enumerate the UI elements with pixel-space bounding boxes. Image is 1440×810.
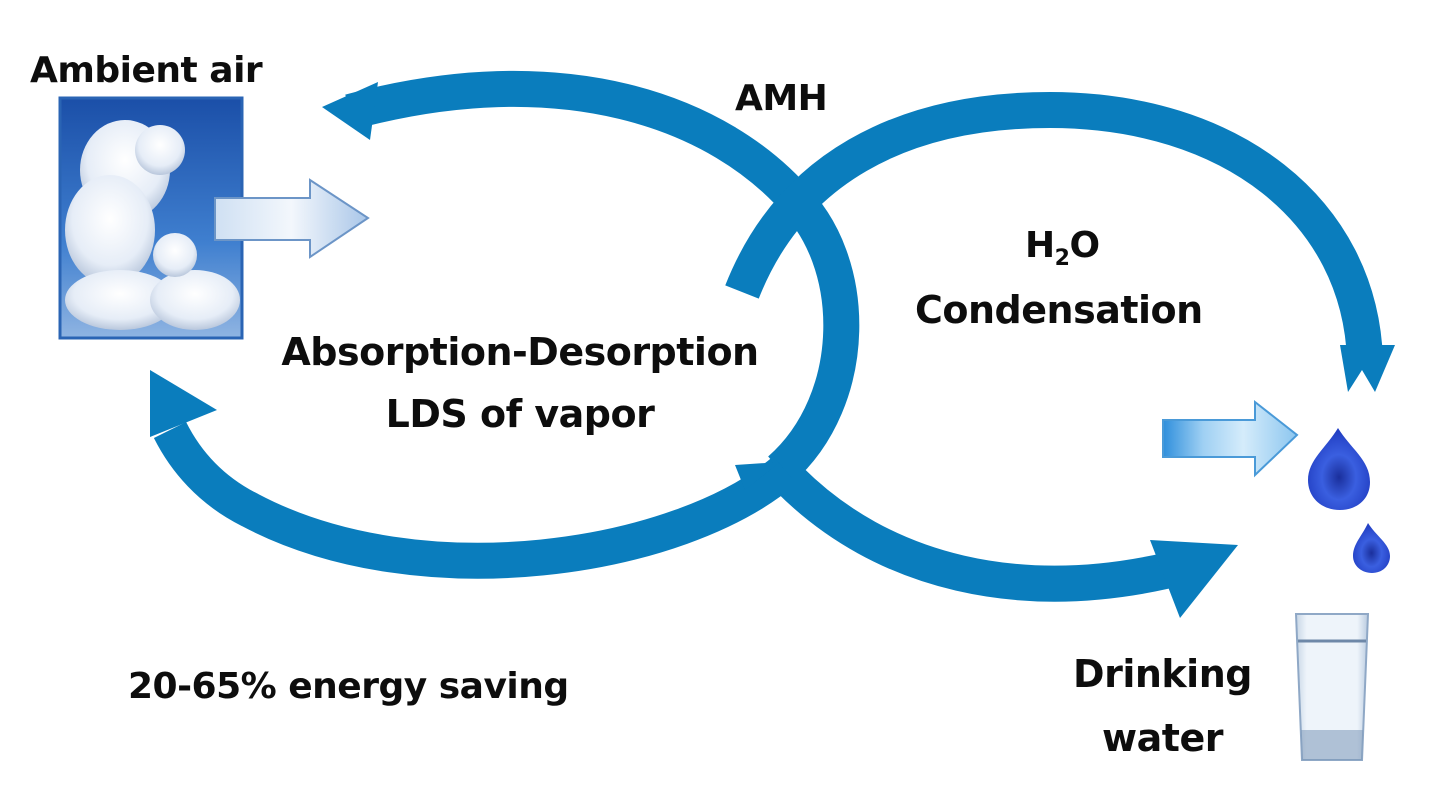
cycle-arc-bottom-left [153, 421, 797, 579]
amh-label: AMH [735, 78, 828, 119]
cycle-arc-center [767, 181, 860, 484]
energy-saving-label: 20-65% energy saving [128, 666, 569, 707]
arrowhead-down-right [1340, 345, 1395, 392]
water-drop-small-icon [1353, 523, 1390, 573]
water-label: water [1102, 716, 1223, 760]
lds-vapor-label: LDS of vapor [385, 392, 655, 436]
h2o-o: O [1069, 225, 1100, 266]
water-arrow-icon [1162, 399, 1299, 478]
h2o-label: H2O [1025, 225, 1100, 271]
cycle-arc-top-left [345, 70, 814, 217]
arrowhead-top-left [322, 82, 378, 140]
arrowhead-up-left [150, 370, 217, 437]
water-glass-icon [1294, 613, 1370, 761]
water-drop-icon [1308, 428, 1370, 510]
condensation-label: Condensation [915, 288, 1203, 332]
absorption-desorption-label: Absorption-Desorption [281, 330, 759, 374]
cloud-sky-icon [58, 96, 244, 340]
arrowhead-inner-bottom [735, 462, 780, 490]
cloud-arrow-icon [214, 178, 370, 259]
h2o-h: H [1025, 225, 1055, 266]
cycle-arc-bottom-right [777, 467, 1195, 602]
ambient-air-label: Ambient air [30, 50, 263, 91]
arrowhead-right [1150, 540, 1238, 618]
drinking-label: Drinking [1073, 652, 1252, 696]
h2o-subscript: 2 [1054, 246, 1070, 272]
